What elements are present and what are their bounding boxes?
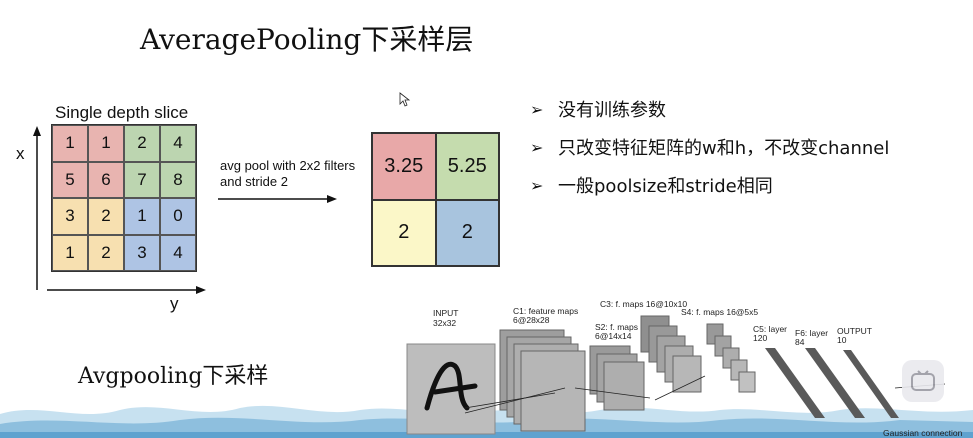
lenet-c3-label: C3: f. maps 16@10x10: [600, 299, 687, 309]
output-grid-cell: 2: [435, 199, 499, 266]
input-grid-cell: 3: [124, 234, 160, 271]
input-grid-cell: 2: [88, 234, 124, 271]
bullet-list: ➢ 没有训练参数 ➢ 只改变特征矩阵的w和h，不改变channel ➢ 一般poolsiz…: [530, 90, 889, 204]
lenet-c5-size: 120: [753, 333, 767, 343]
lenet-fc-stripes: [765, 348, 899, 418]
axis-y-label: y: [170, 294, 179, 313]
lenet-s2-label: S2: f. maps: [595, 322, 638, 332]
axes-arrows: [33, 126, 337, 294]
bullet-text: 只改变特征矩阵的w和h，不改变channel: [558, 138, 890, 159]
input-grid-cell: 2: [124, 125, 160, 162]
bullet-item: ➢ 没有训练参数: [530, 90, 889, 128]
input-grid-cell: 4: [160, 125, 196, 162]
input-grid-cell: 8: [160, 161, 196, 198]
lenet-output-label: OUTPUT: [837, 326, 872, 336]
lenet-input-size: 32x32: [433, 318, 456, 328]
output-grid-cell: 2: [372, 199, 436, 266]
axis-x-label: x: [16, 144, 25, 163]
lenet-c1-stack: [499, 329, 586, 432]
bullet-item: ➢ 只改变特征矩阵的w和h，不改变channel: [530, 128, 889, 166]
arrow-bullet-icon: ➢: [530, 175, 544, 195]
lenet-c1-label: C1: feature maps: [513, 306, 578, 316]
lenet-c3-stack: [640, 315, 702, 393]
input-grid-cell: 7: [124, 161, 160, 198]
lenet-architecture-diagram: INPUT 32x32 C1: feature maps 6@28x28 S2:…: [406, 299, 963, 438]
lenet-connections: [464, 375, 946, 414]
input-grid-cell: 5: [52, 161, 88, 198]
output-grid-cell: 5.25: [435, 133, 499, 200]
lenet-output-size: 10: [837, 335, 847, 345]
bullet-text: 一般poolsize和stride相同: [558, 176, 773, 197]
input-grid-cell: 2: [88, 198, 124, 235]
bullet-item: ➢ 一般poolsize和stride相同: [530, 166, 889, 204]
input-grid-cell: 1: [52, 125, 88, 162]
lenet-c5-label: C5: layer: [753, 324, 787, 334]
lenet-bottom-label: Gaussian connection: [883, 428, 963, 438]
slice-label: Single depth slice: [55, 103, 189, 122]
input-grid-cell: 0: [160, 198, 196, 235]
arrow-bullet-icon: ➢: [530, 137, 544, 157]
subtitle: Avgpooling下采样: [78, 364, 269, 389]
bullet-text: 没有训练参数: [558, 100, 666, 121]
output-grid-cell: 3.25: [372, 133, 436, 200]
input-grid-cell: 4: [160, 234, 196, 271]
lenet-input-label: INPUT: [433, 308, 459, 318]
input-grid-cell: 6: [88, 161, 124, 198]
pooling-operation-label: avg pool with 2x2 filters and stride 2: [220, 158, 356, 189]
video-play-button[interactable]: [902, 360, 944, 402]
lenet-f6-label: F6: layer: [795, 328, 828, 338]
lenet-s4-stack: [706, 323, 756, 393]
slide-title: AveragePooling下采样层: [140, 23, 474, 56]
lenet-s4-label: S4: f. maps 16@5x5: [681, 307, 758, 317]
mouse-cursor-icon: [399, 92, 411, 107]
lenet-f6-size: 84: [795, 337, 805, 347]
arrow-bullet-icon: ➢: [530, 99, 544, 119]
letter-a-image: [424, 361, 478, 411]
input-grid-cell: 1: [124, 198, 160, 235]
tv-icon: [911, 370, 935, 391]
input-grid-cell: 3: [52, 198, 88, 235]
input-grid-cell: 1: [88, 125, 124, 162]
lenet-s2-size: 6@14x14: [595, 331, 632, 341]
lenet-s2-stack: [589, 345, 645, 411]
input-grid-cell: 1: [52, 234, 88, 271]
lenet-c1-size: 6@28x28: [513, 315, 550, 325]
